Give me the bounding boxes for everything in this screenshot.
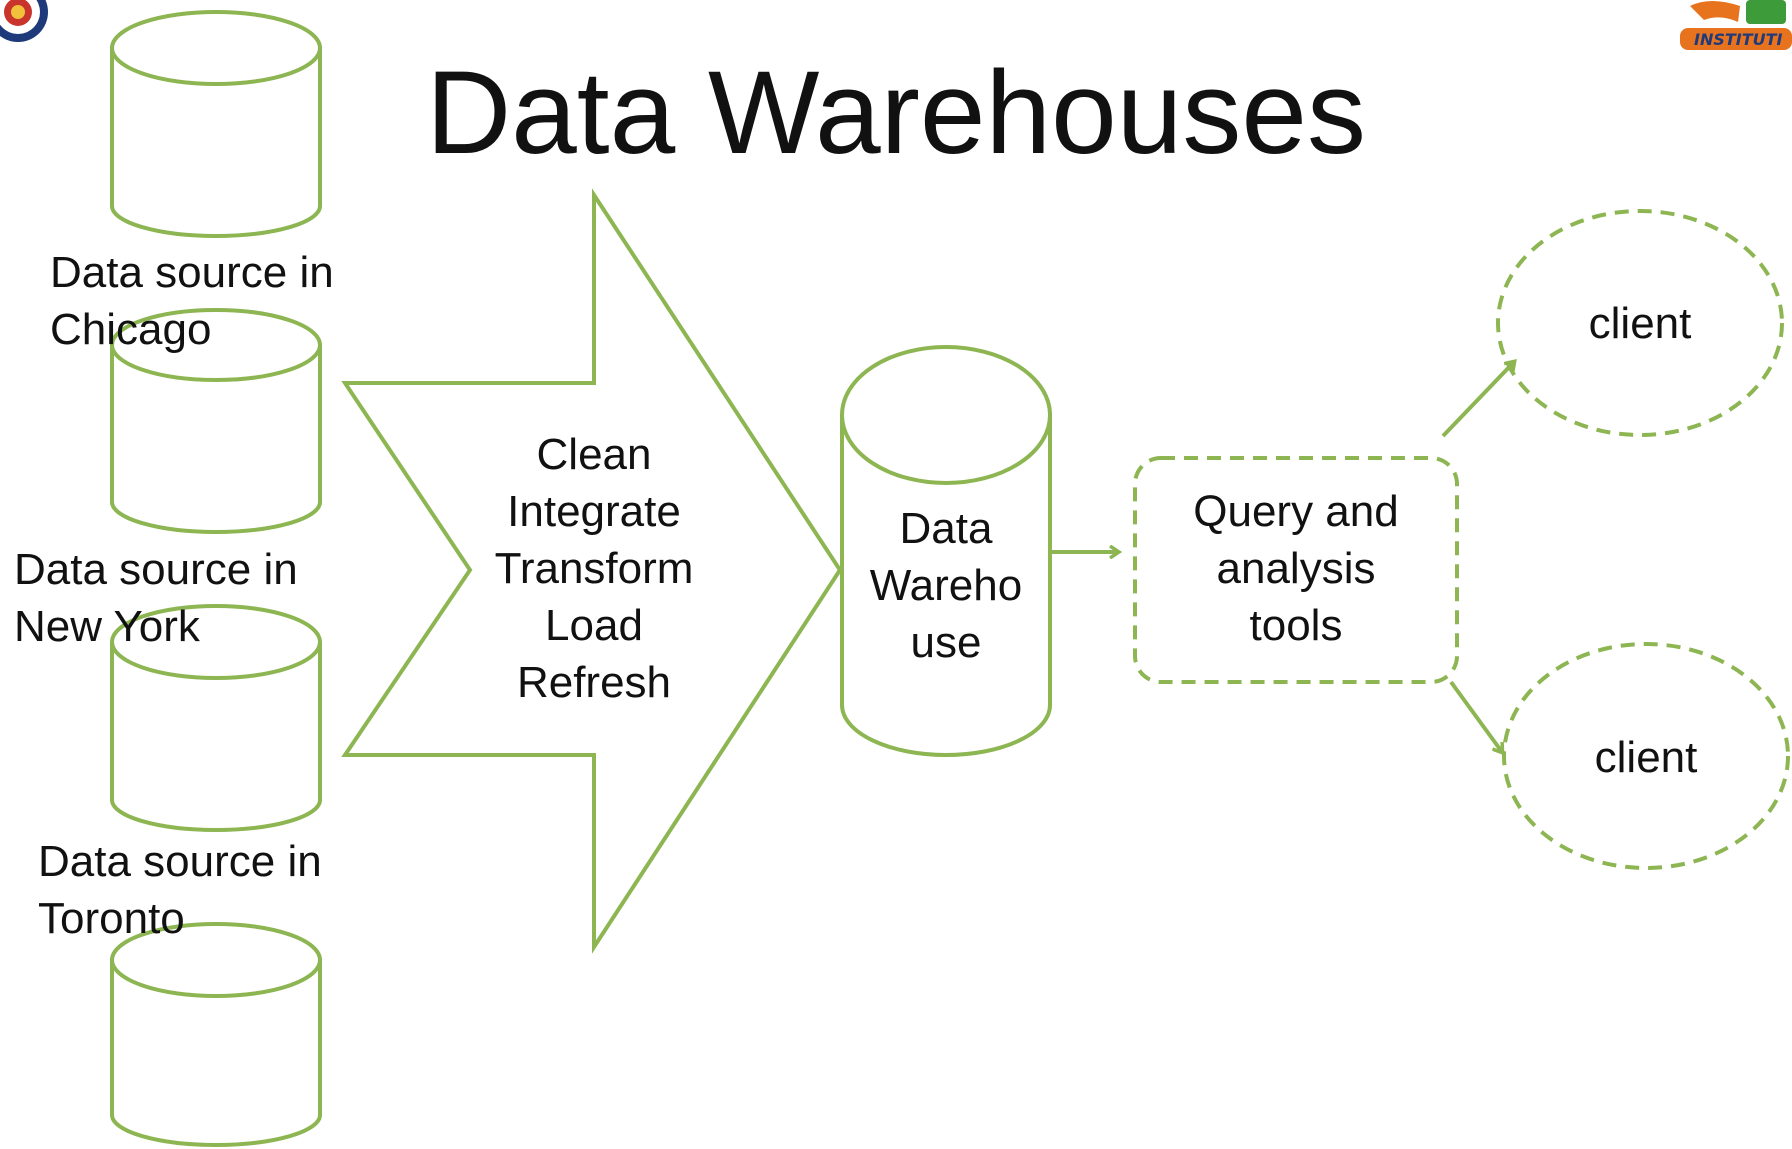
etl-step-clean: Clean	[536, 430, 652, 479]
source-label-new-york: Data source in New York	[14, 545, 298, 651]
source-label-chicago: Data source in Chicago	[50, 248, 334, 354]
client-label-bottom: client	[1594, 733, 1698, 782]
institute-logo: INSTITUTI	[1680, 0, 1792, 50]
data-warehouse-cylinder	[840, 345, 1052, 757]
arrow-tools-to-client-bottom	[1449, 680, 1502, 752]
etl-step-refresh: Refresh	[516, 658, 672, 707]
source-cylinder-unlabeled	[110, 922, 322, 1147]
etl-steps-label: Clean Integrate Transform Load Refresh	[474, 426, 714, 711]
query-tools-label: Query and analysis tools	[1193, 487, 1399, 650]
institute-logo-text: INSTITUTI	[1694, 30, 1783, 49]
etl-step-load: Load	[545, 601, 643, 650]
query-tools-box	[1133, 456, 1459, 684]
arrow-tools-to-client-top	[1441, 362, 1514, 438]
client-circle-top	[1496, 209, 1784, 437]
etl-process-arrow	[341, 188, 843, 954]
client-circle-bottom	[1502, 642, 1790, 870]
etl-step-integrate: Integrate	[507, 487, 681, 536]
source-label-toronto: Data source in Toronto	[38, 837, 322, 943]
etl-step-transform: Transform	[494, 544, 694, 593]
page-title: Data Warehouses	[425, 47, 1367, 179]
client-label-top: client	[1588, 299, 1692, 348]
college-emblem-logo	[0, 0, 48, 42]
source-cylinder-toronto	[110, 604, 322, 832]
source-cylinder-chicago	[110, 10, 322, 238]
source-cylinder-new-york	[110, 308, 322, 534]
data-warehouse-label: Data Wareho use	[869, 504, 1023, 667]
